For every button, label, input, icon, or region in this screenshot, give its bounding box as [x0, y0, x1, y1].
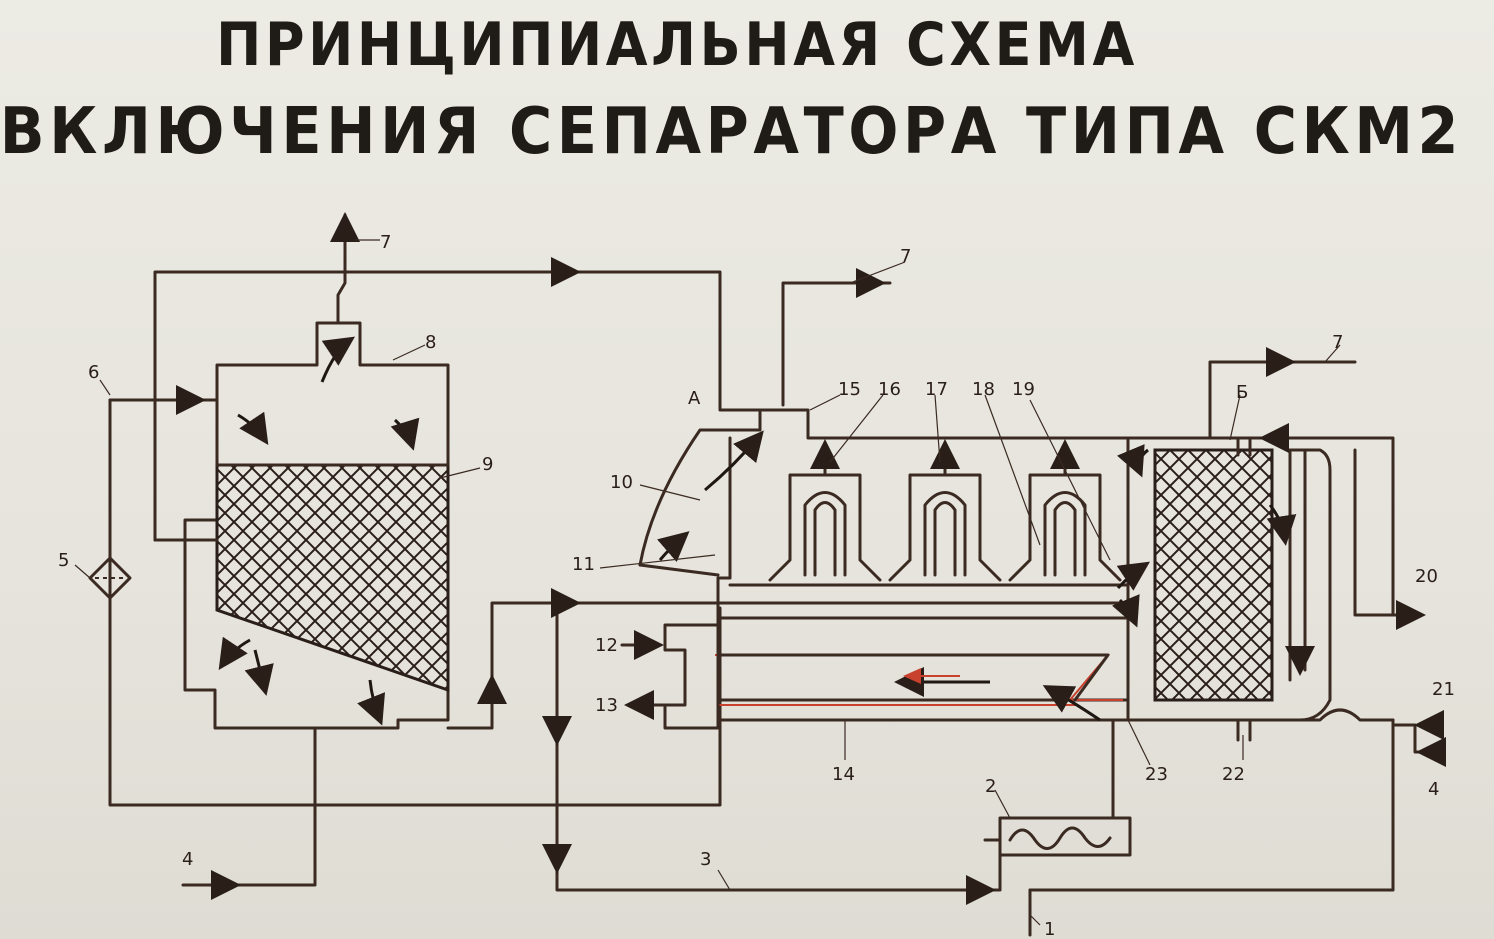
label-15: 15 — [838, 379, 861, 400]
title-line-1: Принципиальная схема — [216, 10, 1138, 80]
title-block: Принципиальная схема включения сепаратор… — [0, 0, 1494, 200]
label-22: 22 — [1222, 764, 1245, 785]
leader-lines — [74, 239, 1341, 926]
label-11: 11 — [572, 554, 595, 575]
label-18: 18 — [972, 379, 995, 400]
label-7-middle: 7 — [900, 246, 911, 267]
label-5: 5 — [58, 550, 69, 571]
label-19: 19 — [1012, 379, 1035, 400]
label-16: 16 — [878, 379, 901, 400]
separator-right — [1116, 347, 1446, 767]
label-9: 9 — [482, 454, 493, 475]
label-A: А — [688, 388, 701, 409]
label-4-left: 4 — [182, 849, 193, 870]
label-7-left: 7 — [380, 232, 391, 253]
separator-element-18 — [1008, 439, 1122, 582]
label-4-right: 4 — [1428, 779, 1439, 800]
title-line-2: включения сепаратора типа СКМ2 — [0, 95, 1464, 169]
label-10: 10 — [610, 472, 633, 493]
label-23: 23 — [1145, 764, 1168, 785]
left-vessel — [183, 321, 450, 730]
label-13: 13 — [595, 695, 618, 716]
label-20: 20 — [1415, 566, 1438, 587]
label-B: Б — [1236, 382, 1248, 403]
label-8: 8 — [425, 332, 436, 353]
label-7-right: 7 — [1332, 332, 1343, 353]
label-12: 12 — [595, 635, 618, 656]
separator-element-17 — [888, 439, 1002, 582]
label-21: 21 — [1432, 679, 1455, 700]
filter-5-symbol — [88, 556, 132, 600]
label-1: 1 — [1044, 919, 1055, 939]
piping-left — [88, 212, 1395, 937]
separator-element-16 — [768, 439, 882, 582]
label-3: 3 — [700, 849, 711, 870]
separator-body — [620, 268, 1150, 857]
label-14: 14 — [832, 764, 855, 785]
label-2: 2 — [985, 776, 996, 797]
label-17: 17 — [925, 379, 948, 400]
callout-labels: 1 2 3 4 4 5 6 7 7 7 8 9 10 11 12 13 14 1… — [58, 232, 1455, 939]
label-6: 6 — [88, 362, 99, 383]
